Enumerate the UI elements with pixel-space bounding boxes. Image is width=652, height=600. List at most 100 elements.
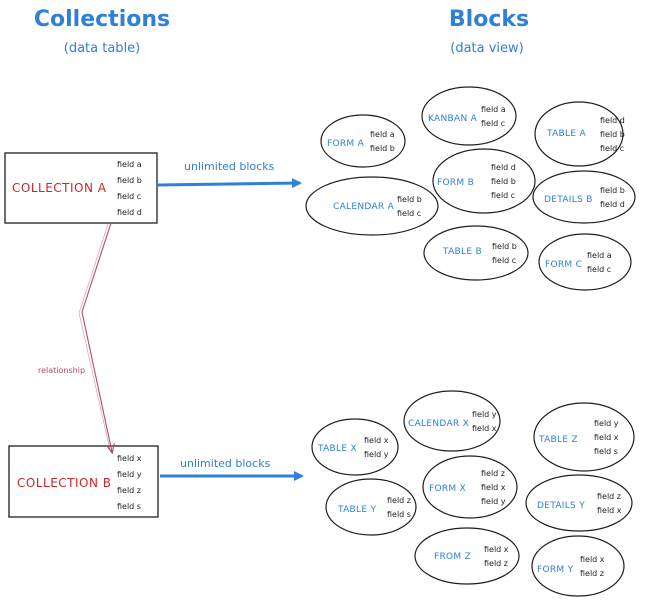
block-field: field z [597, 492, 621, 501]
block-from-z: FROM Z field x field z [414, 527, 520, 585]
block-label: TABLE Z [538, 435, 578, 445]
collection-a-label: COLLECTION A [12, 181, 107, 195]
collection-a-field: field b [117, 176, 142, 185]
collection-a-field: field d [117, 208, 142, 217]
block-field: field a [587, 251, 612, 260]
collection-b: COLLECTION B field x field y field z fie… [8, 445, 159, 518]
block-field: field s [387, 510, 411, 519]
block-field: field z [484, 559, 508, 568]
block-field: field y [472, 410, 497, 419]
block-ellipse [422, 455, 518, 519]
block-ellipse [305, 176, 439, 236]
block-label: FORM A [327, 139, 365, 149]
block-field: field b [491, 177, 516, 186]
block-field: field a [481, 105, 506, 114]
block-field: field d [600, 200, 625, 209]
block-ellipse [421, 86, 517, 146]
block-field: field b [397, 195, 422, 204]
block-ellipse [320, 114, 406, 168]
block-field: field d [491, 163, 516, 172]
collection-b-field: field x [117, 454, 142, 463]
relationship-arrow-shadow [78, 223, 111, 451]
block-details-y: DETAILS Y field z field x [525, 474, 633, 532]
block-ellipse [325, 478, 417, 536]
block-field: field x [472, 424, 497, 433]
block-label: FORM X [429, 484, 466, 494]
block-label: DETAILS B [544, 195, 593, 205]
block-label: FORM C [545, 260, 582, 270]
block-table-x: TABLE X field x field y [311, 418, 399, 476]
collection-a: COLLECTION A field a field b field c fie… [4, 152, 158, 224]
relationship-arrow [81, 222, 112, 452]
block-table-y: TABLE Y field z field s [325, 478, 417, 536]
block-ellipse [311, 418, 399, 476]
block-field: field x [484, 545, 509, 554]
block-label: CALENDAR X [408, 419, 469, 429]
block-field: field x [597, 506, 622, 515]
block-ellipse [432, 148, 536, 214]
collection-b-box [8, 445, 159, 518]
collection-b-field: field y [117, 470, 142, 479]
blocks-title: Blocks [449, 7, 529, 32]
block-label: DETAILS Y [537, 501, 585, 511]
block-field: field c [481, 119, 505, 128]
block-label: CALENDAR A [333, 202, 395, 212]
block-form-y: FORM Y field x field z [531, 535, 625, 597]
block-field: field s [594, 447, 618, 456]
collections-title: Collections [34, 7, 170, 32]
block-label: FORM Y [537, 565, 574, 575]
block-form-a: FORM A field a field b [320, 114, 406, 168]
block-field: field c [492, 256, 516, 265]
block-ellipse [538, 233, 632, 291]
block-details-b: DETAILS B field b field d [532, 170, 636, 224]
block-label: FROM Z [434, 552, 471, 562]
block-form-c: FORM C field a field c [538, 233, 632, 291]
block-ellipse [423, 225, 529, 281]
block-ellipse [534, 101, 624, 167]
block-field: field b [370, 144, 395, 153]
block-field: field c [397, 209, 421, 218]
collection-a-box [4, 152, 158, 224]
block-ellipse [532, 170, 636, 224]
block-field: field y [364, 450, 389, 459]
block-field: field z [580, 569, 604, 578]
block-form-x: FORM X field z field x field y [422, 455, 518, 519]
block-field: field z [481, 469, 505, 478]
unlimited-blocks-arrow-a [157, 178, 302, 189]
block-ellipse [403, 390, 501, 452]
block-form-b: FORM B field d field b field c [432, 148, 536, 214]
block-ellipse [414, 527, 520, 585]
block-field: field b [600, 186, 625, 195]
block-label: TABLE X [317, 444, 357, 454]
unlimited-blocks-label-b: unlimited blocks [180, 457, 271, 470]
collection-b-label: COLLECTION B [17, 476, 112, 490]
block-field: field y [481, 497, 506, 506]
block-field: field c [491, 191, 515, 200]
unlimited-blocks-label-a: unlimited blocks [184, 160, 275, 173]
collections-subtitle: (data table) [64, 41, 140, 56]
block-field: field z [387, 496, 411, 505]
block-field: field d [600, 116, 625, 125]
block-field: field x [580, 555, 605, 564]
block-field: field x [481, 483, 506, 492]
block-label: TABLE Y [337, 505, 376, 515]
block-field: field a [370, 130, 395, 139]
block-field: field x [594, 433, 619, 442]
block-label: TABLE B [442, 247, 482, 257]
block-field: field c [600, 144, 624, 153]
block-field: field c [587, 265, 611, 274]
block-ellipse [533, 402, 635, 472]
relationship-label: relationship [38, 366, 85, 375]
block-ellipse [531, 535, 625, 597]
block-field: field x [364, 436, 389, 445]
collection-a-field: field a [117, 160, 142, 169]
block-label: FORM B [437, 178, 474, 188]
